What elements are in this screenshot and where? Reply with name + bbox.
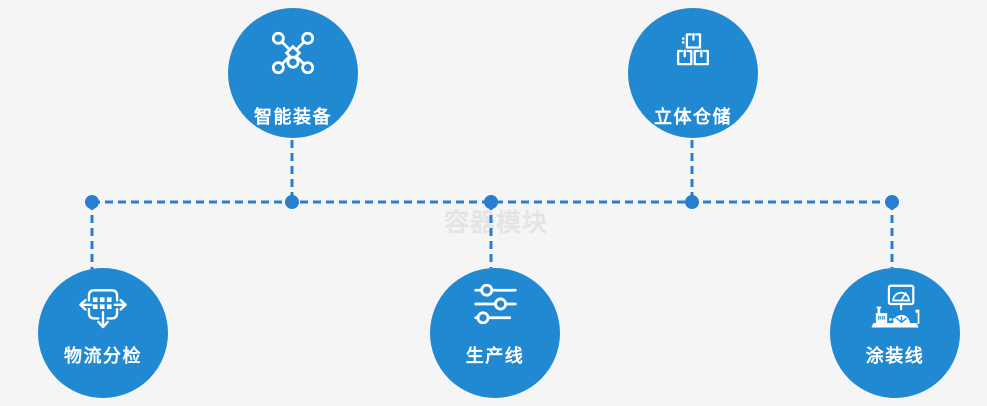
node-label: 智能装备 [254,107,332,127]
control-console-icon [867,284,923,336]
node-logistics-sorting: 物流分检 [38,268,168,398]
junction-dot [85,195,99,209]
network-nodes-icon [270,31,316,80]
node-smart-equipment: 智能装备 [228,8,358,138]
watermark-text: 容器模块 [444,209,549,237]
node-label: 生产线 [465,346,525,366]
junction-dot [285,195,299,209]
stacked-boxes-icon [672,31,714,76]
junction-dot [484,195,498,209]
node-label: 物流分检 [64,346,142,366]
node-stereoscopic-warehouse: 立体仓储 [628,8,758,138]
junction-dot [885,195,899,209]
node-label: 涂装线 [865,346,925,366]
node-label: 立体仓储 [654,107,732,127]
sliders-icon [472,283,518,329]
node-coating-line: 涂装线 [830,268,960,398]
sort-distribute-arrows-icon [78,284,128,336]
node-production-line: 生产线 [430,268,560,398]
junction-dot [685,195,699,209]
